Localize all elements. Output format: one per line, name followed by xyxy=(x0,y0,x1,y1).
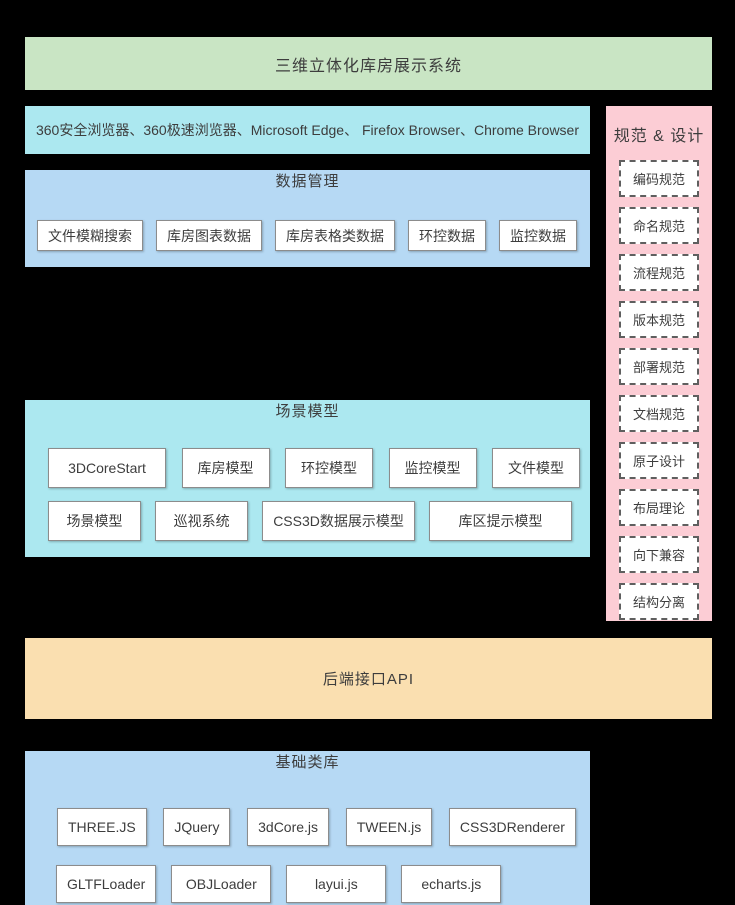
module-box: 文件模糊搜索 xyxy=(37,220,143,251)
module-box: THREE.JS xyxy=(57,808,147,846)
data-management-row: 文件模糊搜索 库房图表数据 库房表格类数据 环控数据 监控数据 xyxy=(25,220,590,251)
module-box: 巡视系统 xyxy=(155,501,249,541)
browser-support-bar: 360安全浏览器、360极速浏览器、Microsoft Edge、 Firefo… xyxy=(25,106,590,154)
module-box: layui.js xyxy=(286,865,387,903)
module-box: 场景模型 xyxy=(48,501,141,541)
module-box: 库房图表数据 xyxy=(156,220,262,251)
scene-model-title: 场景模型 xyxy=(275,403,340,420)
module-box: 监控模型 xyxy=(388,448,477,488)
standards-item: 版本规范 xyxy=(619,301,699,338)
standards-item: 文档规范 xyxy=(619,395,699,432)
module-box: CSS3DRenderer xyxy=(448,808,576,846)
backend-api-title: 后端接口API xyxy=(322,671,415,688)
module-box: GLTFLoader xyxy=(56,865,157,903)
standards-item: 流程规范 xyxy=(619,254,699,291)
backend-api-banner: 后端接口API xyxy=(25,638,712,719)
scene-model-section: 场景模型 3DCoreStart 库房模型 环控模型 监控模型 文件模型 场景模… xyxy=(25,400,590,557)
standards-item-list: 编码规范 命名规范 流程规范 版本规范 部署规范 文档规范 原子设计 布局理论 … xyxy=(606,160,712,620)
standards-item: 结构分离 xyxy=(619,583,699,620)
module-box: TWEEN.js xyxy=(345,808,433,846)
module-box: echarts.js xyxy=(401,865,502,903)
standards-item: 原子设计 xyxy=(619,442,699,479)
module-box: OBJLoader xyxy=(171,865,272,903)
standards-panel: 规范 & 设计 编码规范 命名规范 流程规范 版本规范 部署规范 文档规范 原子… xyxy=(606,106,712,621)
system-title: 三维立体化库房展示系统 xyxy=(274,57,462,75)
standards-item: 布局理论 xyxy=(619,489,699,526)
data-management-title: 数据管理 xyxy=(275,173,340,190)
base-library-section: 基础类库 THREE.JS JQuery 3dCore.js TWEEN.js … xyxy=(25,751,590,905)
system-title-banner: 三维立体化库房展示系统 xyxy=(25,37,712,90)
base-library-title: 基础类库 xyxy=(275,754,340,771)
module-box: 3dCore.js xyxy=(247,808,330,846)
module-box: 环控模型 xyxy=(285,448,373,488)
module-box: CSS3D数据展示模型 xyxy=(262,501,415,541)
standards-item: 向下兼容 xyxy=(619,536,699,573)
module-box: 3DCoreStart xyxy=(48,448,166,488)
module-box: 文件模型 xyxy=(492,448,580,488)
module-box: 库房表格类数据 xyxy=(275,220,395,251)
standards-item: 命名规范 xyxy=(619,207,699,244)
base-library-row-1: THREE.JS JQuery 3dCore.js TWEEN.js CSS3D… xyxy=(25,808,590,846)
standards-item: 编码规范 xyxy=(619,160,699,197)
scene-model-row-2: 场景模型 巡视系统 CSS3D数据展示模型 库区提示模型 xyxy=(25,501,590,541)
module-box: 监控数据 xyxy=(499,220,577,251)
module-box: 库房模型 xyxy=(181,448,270,488)
scene-model-row-1: 3DCoreStart 库房模型 环控模型 监控模型 文件模型 xyxy=(25,448,590,488)
standards-item: 部署规范 xyxy=(619,348,699,385)
standards-panel-title: 规范 & 设计 xyxy=(613,128,705,145)
module-box: JQuery xyxy=(163,808,231,846)
module-box: 库区提示模型 xyxy=(428,501,572,541)
base-library-row-2: GLTFLoader OBJLoader layui.js echarts.js xyxy=(25,865,590,903)
module-box: 环控数据 xyxy=(408,220,486,251)
data-management-section: 数据管理 文件模糊搜索 库房图表数据 库房表格类数据 环控数据 监控数据 xyxy=(25,170,590,267)
browser-support-text: 360安全浏览器、360极速浏览器、Microsoft Edge、 Firefo… xyxy=(35,122,580,138)
